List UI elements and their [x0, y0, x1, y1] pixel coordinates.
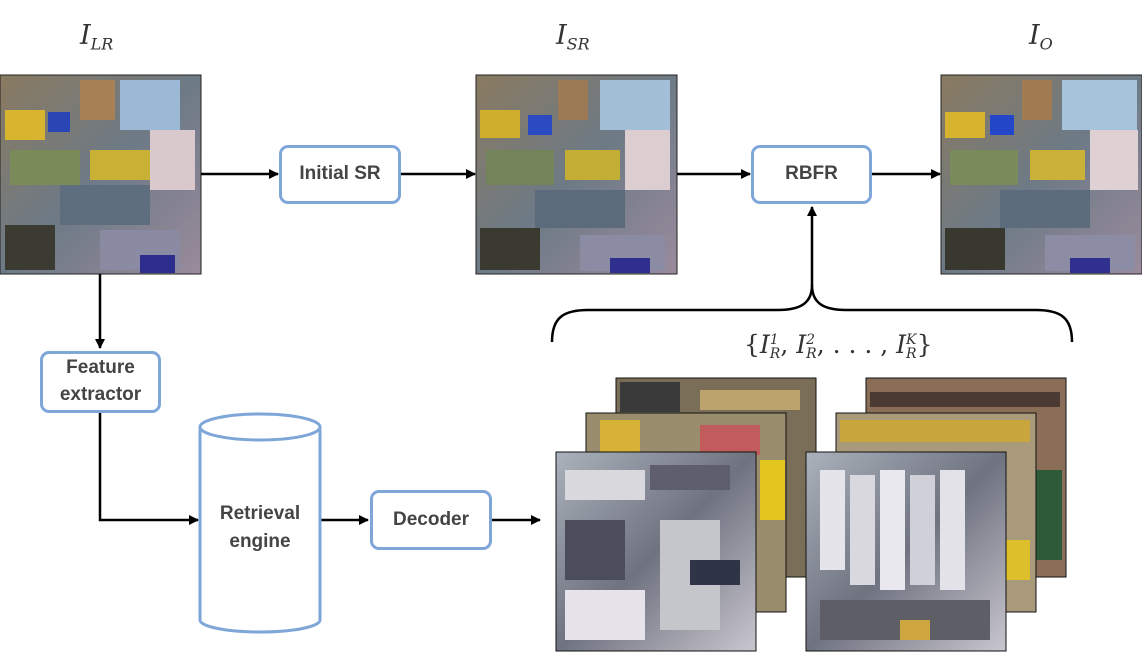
rbfr-box: RBFR — [751, 145, 872, 204]
lr-image — [0, 74, 202, 275]
label-output: IO — [1029, 20, 1053, 54]
retrieved-stack-left — [555, 377, 817, 652]
initial-sr-box: Initial SR — [279, 145, 401, 204]
retrieved-stack-right — [805, 377, 1067, 652]
sr-image — [475, 74, 678, 275]
retrieval-engine-label-line2: engine — [229, 530, 291, 552]
feature-extractor-label-line2: extractor — [59, 384, 142, 405]
decoder-box: Decoder — [370, 490, 492, 550]
feature-extractor-label-line1: Feature — [66, 357, 135, 379]
label-lr: ILR — [80, 20, 114, 54]
decoder-label: Decoder — [392, 508, 470, 530]
label-sr: ISR — [556, 20, 590, 54]
retrieval-engine-cylinder — [198, 412, 322, 634]
feature-extractor-box: Feature extractor — [40, 351, 161, 413]
retrieval-engine-label-line1: Retrieval — [219, 503, 301, 524]
initial-sr-label: Initial SR — [299, 163, 381, 185]
rbfr-label: RBFR — [785, 163, 838, 185]
retrieval-engine-label: Retrieval engine — [201, 500, 319, 555]
output-image — [940, 74, 1142, 275]
arrow-feature-extractor-to-retrieval — [98, 413, 199, 525]
